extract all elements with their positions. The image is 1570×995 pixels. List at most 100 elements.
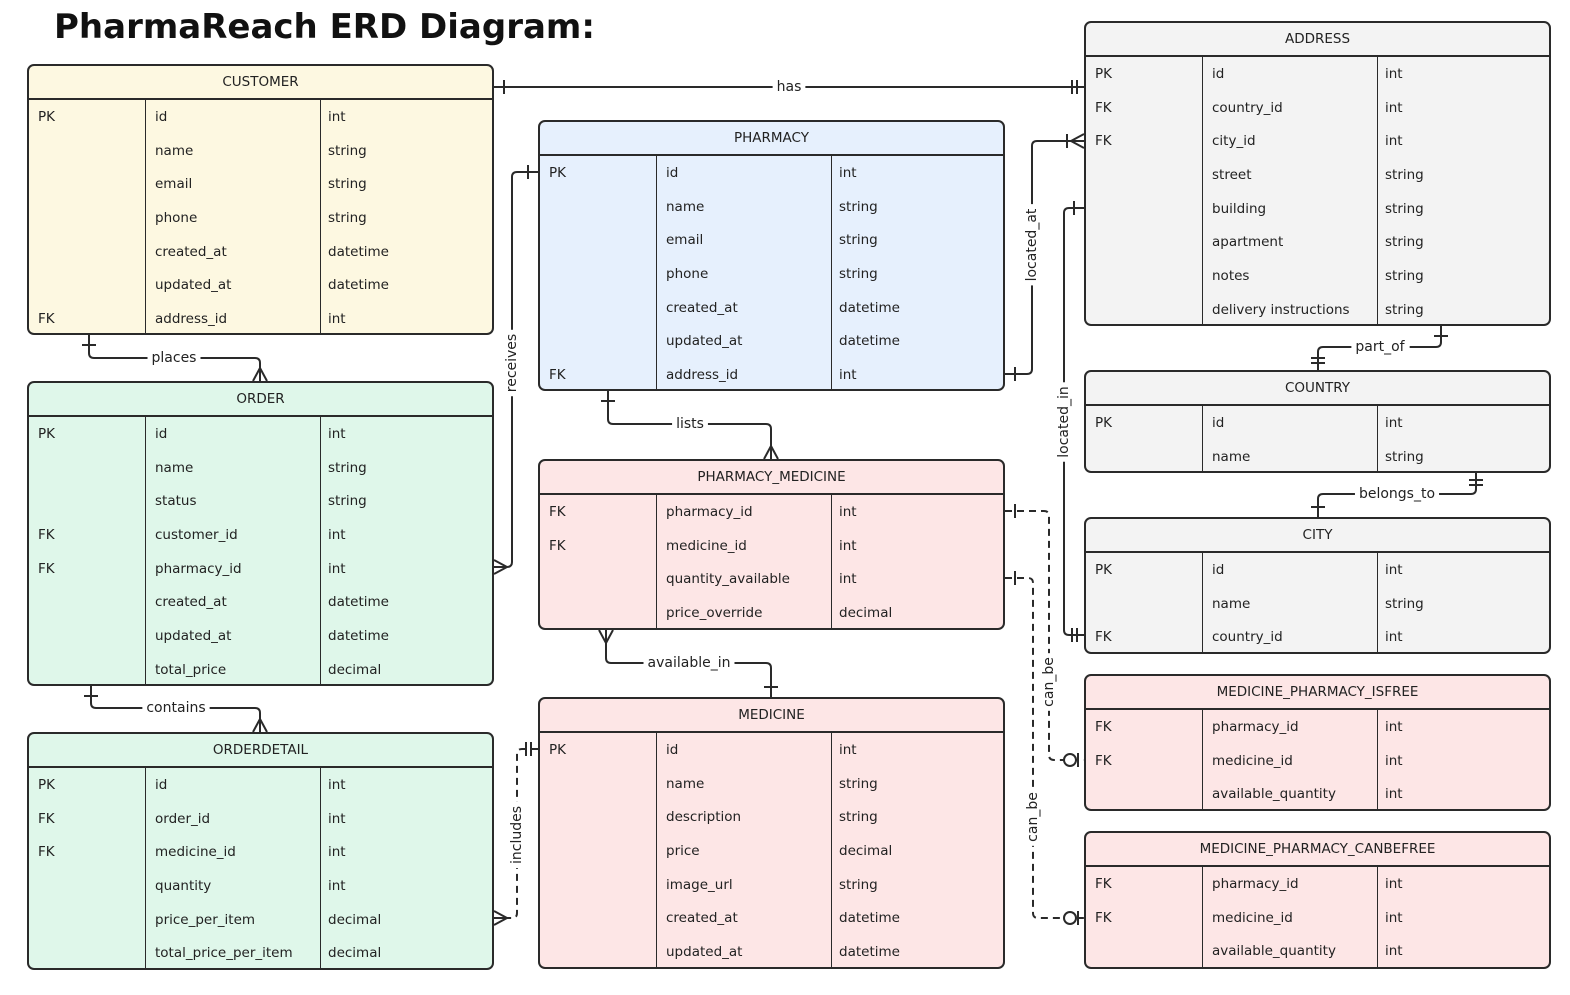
field-type: string <box>839 198 878 215</box>
entity-title: MEDICINE_PHARMACY_CANBEFREE <box>1086 833 1549 867</box>
field-name: status <box>155 493 197 510</box>
field-type: string <box>839 876 878 893</box>
key-cell: PK <box>549 164 566 181</box>
relationship-label: available_in <box>648 655 731 671</box>
field-name: country_id <box>1212 99 1283 116</box>
column-divider <box>1377 553 1378 652</box>
field-name: pharmacy_id <box>666 503 753 520</box>
relationship-label: places <box>152 350 197 366</box>
field-type: int <box>1385 786 1403 803</box>
cardinality-mark <box>259 367 268 382</box>
field-type: string <box>328 209 367 226</box>
column-divider <box>1377 406 1378 471</box>
column-divider <box>145 768 146 968</box>
column-divider <box>1377 710 1378 809</box>
cardinality-mark <box>763 445 772 460</box>
field-type: int <box>1385 561 1403 578</box>
field-name: updated_at <box>155 627 232 644</box>
label-background <box>1351 338 1410 356</box>
field-type: string <box>328 493 367 510</box>
field-name: price_per_item <box>155 911 256 928</box>
key-cell: PK <box>38 425 55 442</box>
field-type: int <box>1385 875 1403 892</box>
field-type: datetime <box>839 333 900 350</box>
label-background <box>672 415 708 433</box>
field-name: city_id <box>1212 133 1256 150</box>
field-type: int <box>839 503 857 520</box>
cardinality-mark <box>493 917 508 926</box>
field-name: apartment <box>1212 234 1284 251</box>
field-type: string <box>1385 200 1424 217</box>
cardinality-mark <box>493 566 508 575</box>
field-type: int <box>1385 943 1403 960</box>
field-name: id <box>155 425 168 442</box>
field-name: address_id <box>666 366 739 383</box>
field-type: int <box>839 741 857 758</box>
relationship-label: belongs_to <box>1359 486 1435 502</box>
key-cell: PK <box>1095 65 1112 82</box>
entity-title: COUNTRY <box>1086 372 1549 406</box>
key-cell: FK <box>1095 629 1112 646</box>
field-name: medicine_id <box>1212 909 1293 926</box>
field-type: datetime <box>328 277 389 294</box>
relationship-label: located_in <box>1056 386 1072 457</box>
relationship-part-of: part_of <box>1311 326 1448 370</box>
relationship-label: located_at <box>1024 208 1040 281</box>
field-type: int <box>1385 65 1403 82</box>
field-type: string <box>328 459 367 476</box>
entity-title: MEDICINE <box>540 699 1003 733</box>
column-divider <box>320 768 321 968</box>
key-cell: PK <box>549 741 566 758</box>
field-type: int <box>839 537 857 554</box>
relationship-label: receives <box>504 334 520 392</box>
key-cell: FK <box>1095 99 1112 116</box>
field-name: street <box>1212 166 1252 183</box>
field-name: created_at <box>155 243 227 260</box>
label-background <box>1354 485 1440 503</box>
field-type: int <box>328 425 346 442</box>
column-divider <box>1202 867 1203 967</box>
key-cell: FK <box>38 810 55 827</box>
field-name: updated_at <box>666 943 743 960</box>
relationship-located-in: located_in <box>1055 201 1084 642</box>
field-type: string <box>1385 448 1424 465</box>
cardinality-mark <box>493 910 508 919</box>
relationship-can-be-1: can_be <box>1005 504 1084 767</box>
relationship-places: places <box>82 335 268 382</box>
cardinality-mark <box>259 718 268 733</box>
field-name: pharmacy_id <box>155 560 242 577</box>
field-name: pharmacy_id <box>1212 875 1299 892</box>
field-type: int <box>328 810 346 827</box>
label-background <box>142 699 210 717</box>
